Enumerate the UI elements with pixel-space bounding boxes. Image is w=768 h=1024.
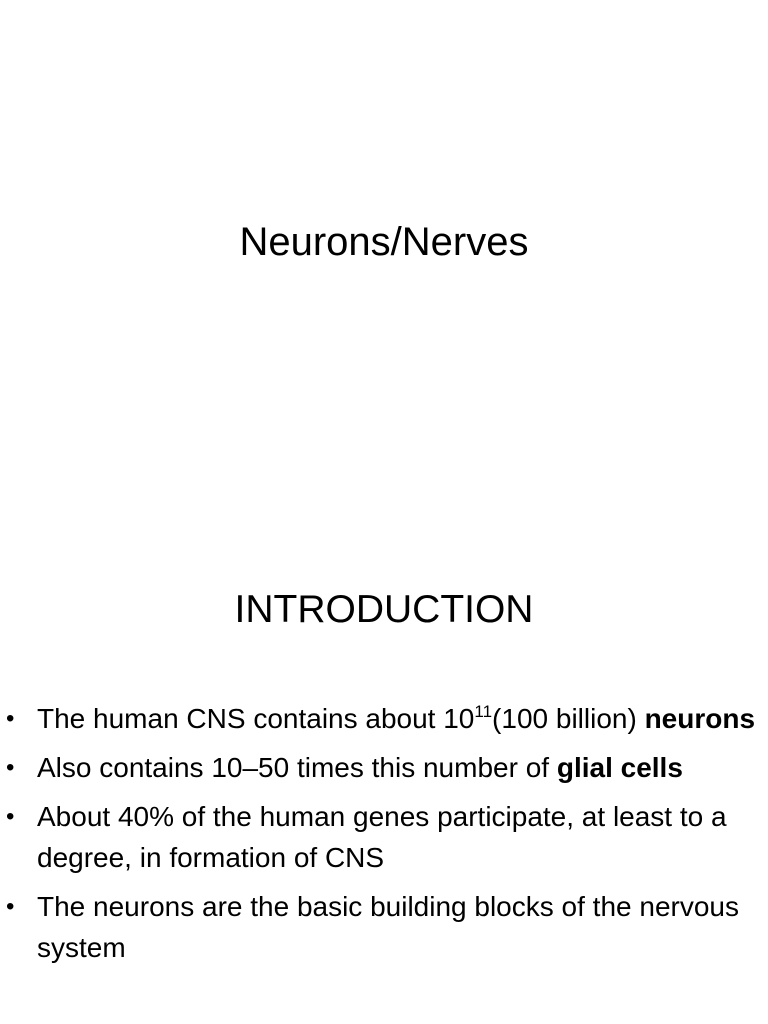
bullet-text: About 40% of the human genes participate… (37, 801, 727, 873)
bullet-item: • The neurons are the basic building blo… (0, 886, 768, 968)
bold-term: neurons (644, 703, 756, 734)
bullet-icon: • (6, 803, 15, 830)
bullet-icon: • (6, 705, 15, 732)
bullet-icon: • (6, 893, 15, 920)
bullet-icon: • (6, 754, 15, 781)
bullet-item: • Also contains 10–50 times this number … (0, 747, 768, 788)
slide-title: Neurons/Nerves (239, 220, 529, 264)
bullet-text: The human CNS contains about 1011(100 bi… (37, 702, 756, 734)
bold-term: glial cells (556, 752, 683, 783)
bullet-item: • About 40% of the human genes participa… (0, 796, 768, 878)
bullet-list: • The human CNS contains about 1011(100 … (0, 698, 768, 976)
exponent: 11 (474, 702, 493, 721)
bullet-text: Also contains 10–50 times this number of… (37, 752, 683, 783)
bullet-text: The neurons are the basic building block… (37, 891, 739, 963)
bullet-item: • The human CNS contains about 1011(100 … (0, 698, 768, 739)
section-heading: INTRODUCTION (234, 588, 534, 631)
